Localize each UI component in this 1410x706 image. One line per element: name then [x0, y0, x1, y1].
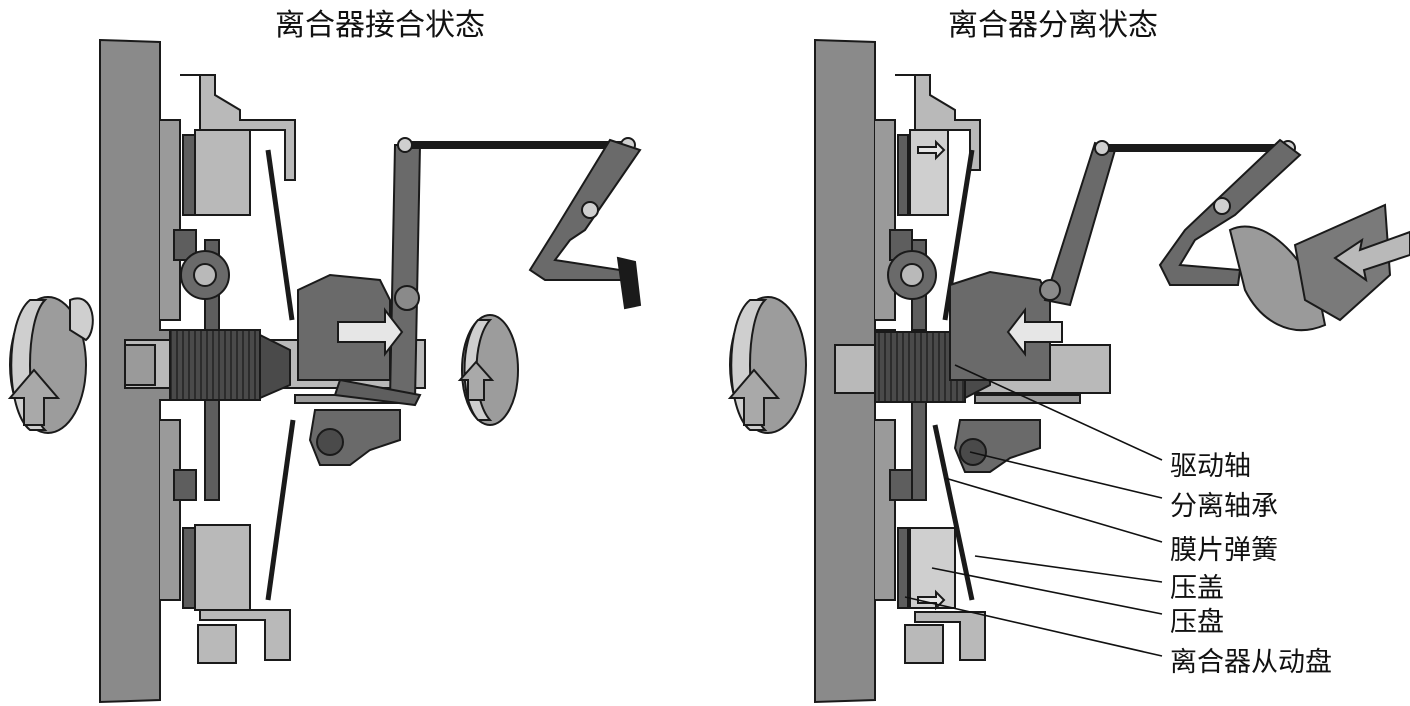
engaged-assembly	[7, 38, 642, 704]
leader-lines	[904, 364, 1163, 657]
rotation-arrow-right-engaged	[457, 314, 519, 426]
label-pressure-cover: 压盖	[1170, 573, 1224, 604]
label-drive-shaft: 驱动轴	[1170, 451, 1251, 482]
label-release-bearing: 分离轴承	[1170, 491, 1278, 522]
disengaged-assembly	[727, 38, 1410, 704]
label-clutch-driven-disc: 离合器从动盘	[1170, 647, 1332, 678]
rotation-arrow-left-engaged	[7, 296, 94, 434]
title-engaged: 离合器接合状态	[275, 8, 485, 43]
label-diaphragm-spring: 膜片弹簧	[1170, 535, 1278, 566]
title-disengaged: 离合器分离状态	[948, 8, 1158, 43]
rotation-arrow-left-disengaged	[727, 296, 807, 434]
label-pressure-plate: 压盘	[1170, 607, 1224, 638]
